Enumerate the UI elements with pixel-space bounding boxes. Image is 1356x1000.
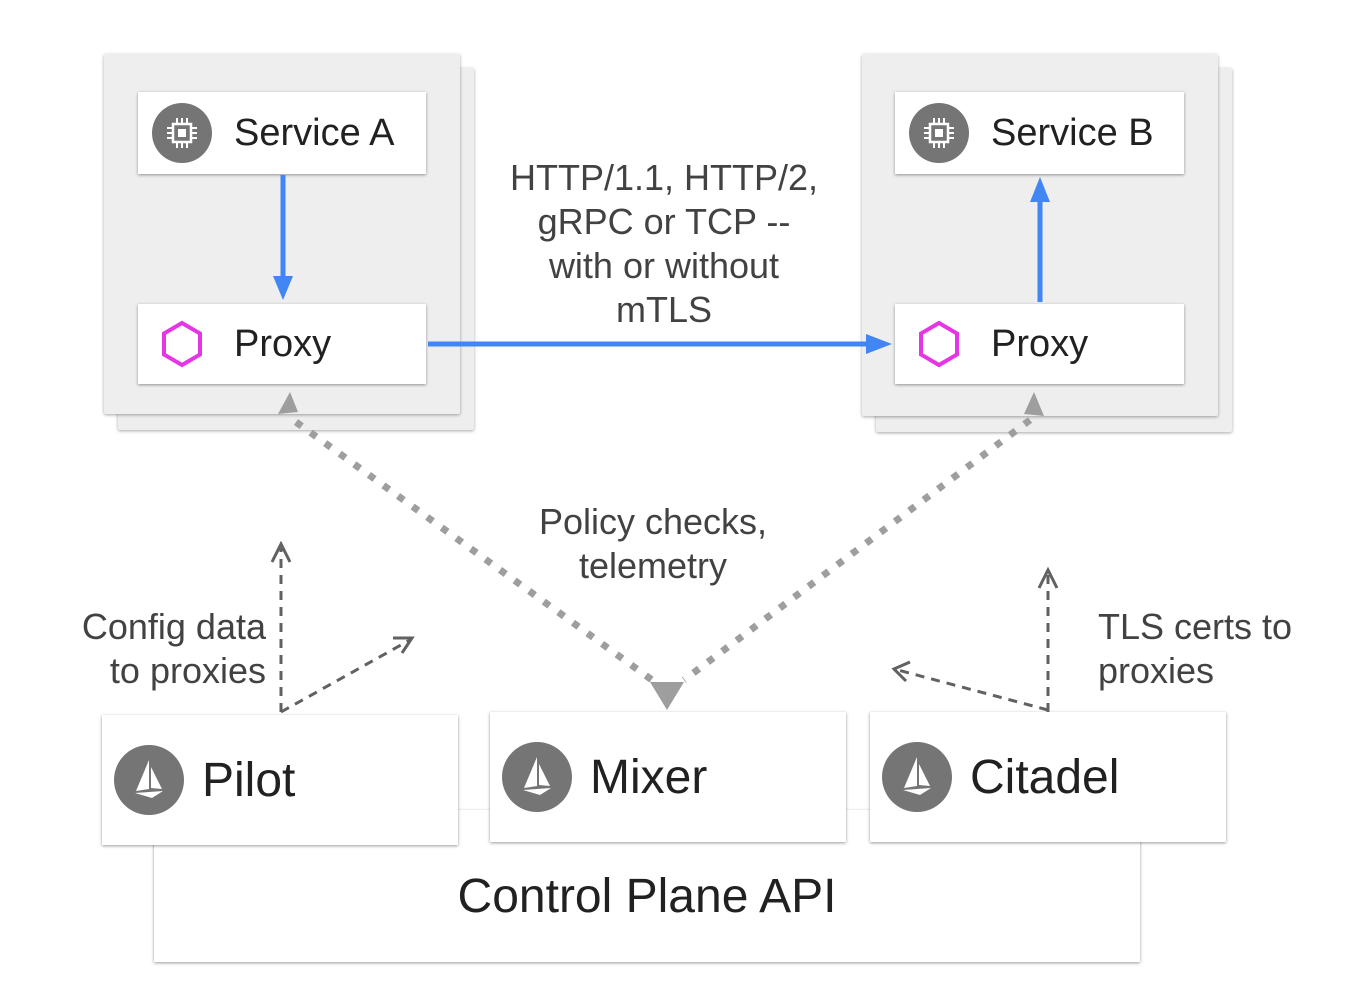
proxy-b-label: Proxy	[991, 322, 1089, 365]
sail-icon	[882, 742, 952, 812]
dashed-arrow-pilot-up	[270, 540, 292, 712]
control-plane-title: Control Plane API	[457, 870, 837, 923]
proxy-a-label: Proxy	[234, 322, 332, 365]
hexagon-icon	[909, 314, 969, 374]
policy-annotation: Policy checks, telemetry	[538, 501, 768, 586]
flow-arrow-proxy-to-proxy	[428, 334, 892, 354]
citadel-label: Citadel	[970, 750, 1120, 804]
config-annotation: Config data to proxies	[81, 606, 266, 691]
dotted-arrow-mixer-proxy-a	[278, 392, 655, 683]
hexagon-icon	[152, 314, 212, 374]
chip-icon	[909, 103, 969, 163]
sail-icon	[114, 745, 184, 815]
sail-icon	[502, 742, 572, 812]
dotted-arrow-mixer-proxy-b	[681, 392, 1044, 683]
dashed-arrow-citadel-left	[891, 660, 1049, 712]
service-a-label: Service A	[234, 111, 395, 154]
mixer-label: Mixer	[590, 750, 708, 804]
pilot-label: Pilot	[202, 753, 296, 807]
dashed-arrow-pilot-right	[280, 636, 415, 714]
transport-annotation: HTTP/1.1, HTTP/2, gRPC or TCP -- with or…	[509, 157, 819, 330]
chip-icon	[152, 103, 212, 163]
service-b-card[interactable]: Service B	[895, 92, 1184, 174]
citadel-card[interactable]: Citadel	[870, 712, 1226, 842]
mixer-card[interactable]: Mixer	[490, 712, 846, 842]
service-a-card[interactable]: Service A	[138, 92, 426, 174]
mixer-arrowhead	[650, 682, 684, 710]
dashed-arrow-citadel-up	[1037, 566, 1059, 712]
pilot-card[interactable]: Pilot	[102, 715, 458, 845]
flow-arrow-service-a-to-proxy	[273, 175, 293, 300]
tls-annotation: TLS certs to proxies	[1098, 606, 1293, 691]
proxy-a-card[interactable]: Proxy	[138, 304, 426, 384]
flow-arrow-proxy-to-service-b	[1030, 177, 1050, 302]
service-b-label: Service B	[991, 111, 1154, 154]
proxy-b-card[interactable]: Proxy	[895, 304, 1184, 384]
